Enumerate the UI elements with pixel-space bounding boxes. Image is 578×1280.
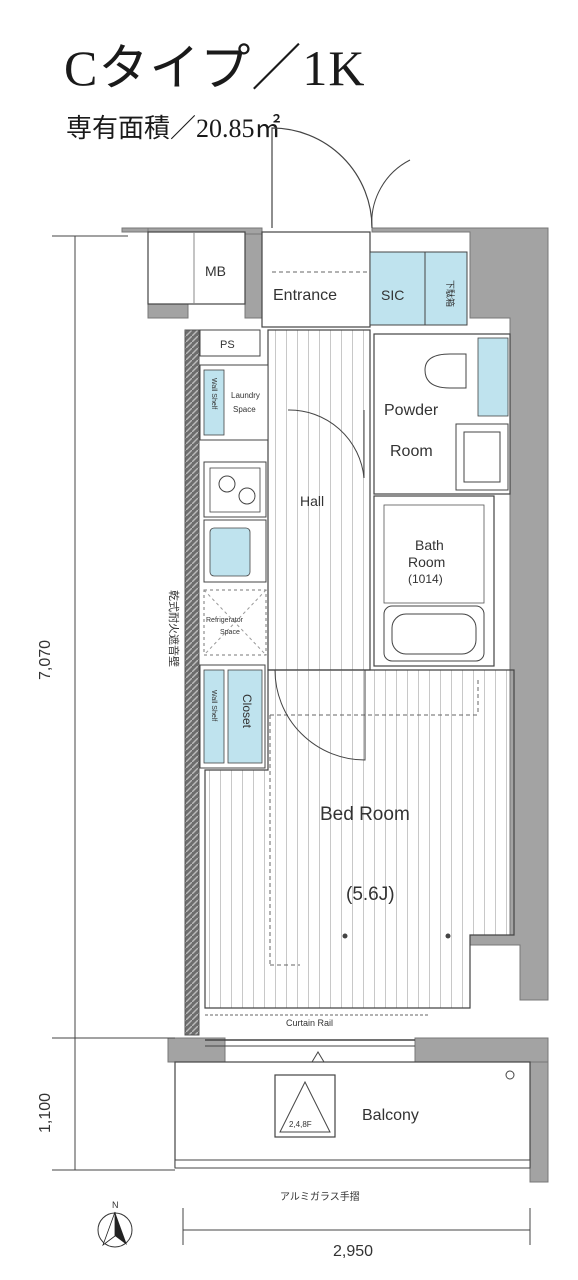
shoe-cabinet-label: 下駄箱: [445, 280, 456, 307]
railing-label: アルミガラス手摺: [280, 1190, 360, 1203]
bedroom-size-label: (5.6J): [346, 884, 395, 905]
bath-label: Bath: [415, 537, 444, 553]
sic-label: SIC: [381, 287, 404, 303]
laundry-label: Laundry: [231, 391, 260, 400]
closet-label: Closet: [240, 694, 254, 729]
dimension-depth: [52, 235, 175, 1171]
balcony-side-wall: [529, 1061, 549, 1183]
mb-label: MB: [205, 263, 226, 279]
floor-area: 専有面積／20.85㎡: [66, 114, 281, 143]
mb-room: [147, 231, 246, 305]
wall-shelf-2-label: Wall Shelf: [210, 690, 217, 721]
ps-shaft: [199, 329, 261, 357]
curtain-rail-label: Curtain Rail: [286, 1018, 333, 1028]
bedroom-label: Bed Room: [320, 804, 410, 825]
balcony-depth-dimension: 1,100: [37, 1093, 54, 1133]
fridge-label-2: Space: [220, 629, 240, 636]
north-arrow-icon: [97, 1211, 133, 1248]
sic-storage: [369, 251, 426, 326]
wall-shelf-label: Wall Shelf: [210, 378, 217, 409]
entrance-door-swing: [271, 127, 373, 229]
ps-label: PS: [220, 339, 235, 351]
plan-title: Cタイプ／1K: [64, 40, 366, 96]
bed-room: [204, 669, 515, 1009]
entrance: [261, 231, 371, 328]
bath-size-label: (1014): [408, 572, 443, 586]
powder-label: Powder: [384, 402, 439, 419]
hall: [267, 329, 371, 671]
balcony: [174, 1061, 531, 1168]
wall-note-label: 乾式耐火遮音壁: [167, 590, 181, 667]
shoe-cabinet: [424, 251, 468, 326]
entrance-label: Entrance: [273, 287, 337, 304]
bath-label-2: Room: [408, 554, 445, 570]
powder-label-2: Room: [390, 443, 433, 460]
ladder-label: 2,4,8F: [289, 1120, 312, 1129]
fridge-label: Refrigerator: [206, 617, 244, 624]
width-dimension: 2,950: [333, 1243, 373, 1260]
dimension-width: [182, 1208, 531, 1245]
hall-label: Hall: [300, 493, 324, 509]
fire-wall: [184, 329, 200, 1036]
depth-dimension: 7,070: [37, 640, 54, 680]
balcony-railing: [174, 1159, 531, 1169]
balcony-right-wall: [414, 1037, 549, 1063]
balcony-label: Balcony: [362, 1107, 419, 1124]
north-label: N: [112, 1200, 119, 1210]
balcony-left-wall: [167, 1037, 226, 1063]
escape-ladder: [274, 1074, 336, 1138]
laundry-label-2: Space: [233, 405, 256, 414]
